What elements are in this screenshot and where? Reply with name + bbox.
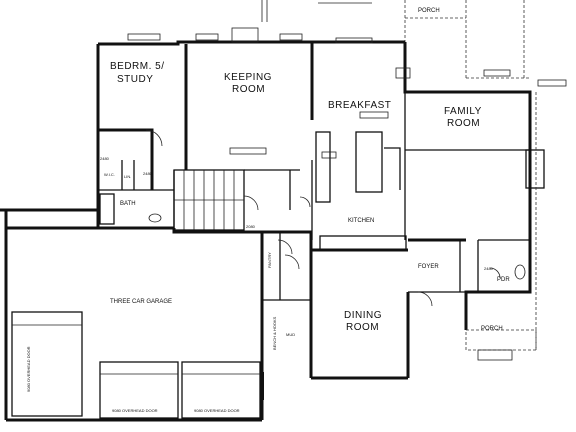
overhead-door-left-note: 9080 OVERHEAD DOOR [26,346,31,392]
linen-label: LIN. [124,174,131,179]
overhead-door-mid-note: 9080 OVERHEAD DOOR [112,408,158,413]
annotation-marks [127,27,567,361]
family-room-label-line1: FAMILY [444,106,482,117]
door-2480-pdr-note: 2480 [484,266,494,271]
keeping-room-label-line1: KEEPING [224,72,272,83]
top-edge-lines [261,0,525,90]
kitchen-label: KITCHEN [348,218,374,224]
family-room-label-line2: ROOM [447,118,480,129]
dining-room-label-line2: ROOM [346,322,379,333]
garage-structure [0,208,264,422]
mud-label: MUD [286,332,295,337]
foyer-label: FOYER [418,264,439,270]
exterior-walls [96,40,532,380]
bath-label: BATH [120,201,136,207]
dining-room-label-line1: DINING [344,310,382,321]
door-2080-note: 2080 [246,224,256,229]
bedroom-label-line2: STUDY [117,74,153,85]
door-swings [145,129,501,307]
overhead-door-right-note: 9080 OVERHEAD DOOR [194,408,240,413]
keeping-room-label-line2: ROOM [232,84,265,95]
porch-bottom-label: PORCH [481,326,503,332]
door-2480-bedroom-note: 2480 [100,156,110,161]
door-2480-closet-note: 2480 [143,171,153,176]
wic-label: W.I.C. [104,172,115,177]
porch-top-label: PORCH [418,8,440,14]
breakfast-label: BREAKFAST [328,100,391,111]
pantry-label: PANTRY [267,252,272,268]
bedroom-label-line1: BEDRM. 5/ [110,61,165,72]
pdr-label: PDR [497,277,510,283]
interior-walls [98,42,545,351]
garage-label: THREE CAR GARAGE [110,299,172,305]
bench-label: BENCH & HOOKS [272,316,277,350]
